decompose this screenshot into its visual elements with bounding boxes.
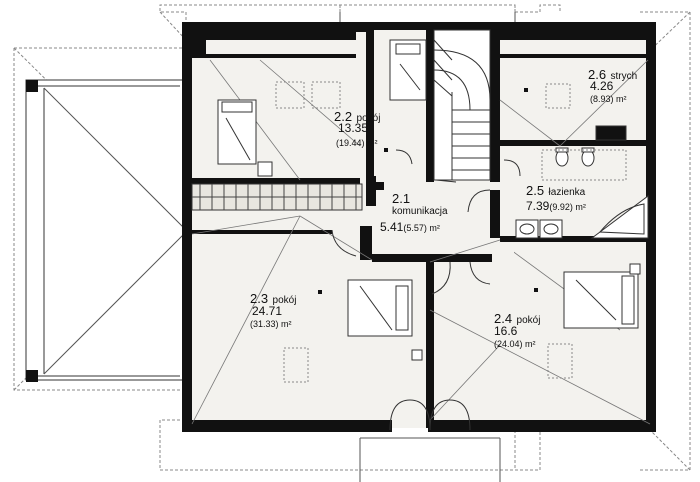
room-2-6-id: 2.6 (588, 67, 607, 82)
room-2-1-gross: (5.57) m² (403, 223, 440, 233)
room-2-3-area: 24.71 (252, 304, 283, 318)
room-2-4-gross: (24.04) m² (494, 339, 536, 349)
room-2-2-label: 2.2 pokój (334, 108, 380, 126)
center-markers (318, 88, 538, 294)
bed-2-2-left (217, 99, 273, 177)
room-2-2-area: 13.35 (338, 121, 369, 135)
bed-2-3 (347, 279, 423, 361)
room-2-2-id: 2.2 (334, 109, 353, 124)
room-2-3-gross: (31.33) m² (250, 319, 292, 329)
room-2-1-name: komunikacja (392, 206, 448, 217)
interior-walls (192, 22, 648, 428)
outer-walls (182, 22, 656, 432)
room-2-1-area: 5.41 (380, 220, 404, 234)
skylights (275, 81, 573, 383)
room-2-6-gross: (8.93) m² (590, 94, 627, 104)
carport (25, 79, 187, 382)
staircase (433, 29, 491, 183)
room-2-5-gross: (9.92) m² (549, 202, 586, 212)
room-2-6-label: 2.6 strych (588, 66, 637, 84)
room-2-4-area: 16.6 (494, 324, 518, 338)
room-2-5-label: 2.5 łazienka (526, 182, 585, 200)
room-2-5-area: 7.39 (526, 199, 550, 213)
room-2-6-name: strych (610, 71, 638, 82)
room-2-2-name: pokój (356, 113, 381, 124)
room-2-4-id: 2.4 (494, 311, 513, 326)
room-2-4-name: pokój (516, 315, 541, 326)
room-2-5-name: łazienka (548, 187, 586, 198)
room-2-6-area: 4.26 (590, 79, 614, 93)
balcony-frame (339, 12, 516, 482)
knee-wall-band (191, 183, 363, 211)
room-2-3-label: 2.3 pokój (250, 290, 296, 308)
bed-2-4 (563, 263, 641, 329)
bed-2-2-top (389, 39, 427, 101)
bathroom-dashed-outline (541, 149, 627, 181)
room-2-4-label: 2.4 pokój (494, 310, 540, 328)
room-2-2-gross: (19.44) m² (336, 138, 378, 148)
room-2-1-id: 2.1 (392, 191, 411, 206)
room-2-5-areas: 7.39(9.92) m² (526, 197, 586, 215)
room-2-5-id: 2.5 (526, 183, 545, 198)
room-2-3-name: pokój (272, 295, 297, 306)
door-swings (331, 149, 521, 431)
bathroom-fixtures (500, 125, 649, 256)
room-2-1-areas: 5.41(5.57) m² (380, 218, 440, 236)
room-2-3-id: 2.3 (250, 291, 269, 306)
